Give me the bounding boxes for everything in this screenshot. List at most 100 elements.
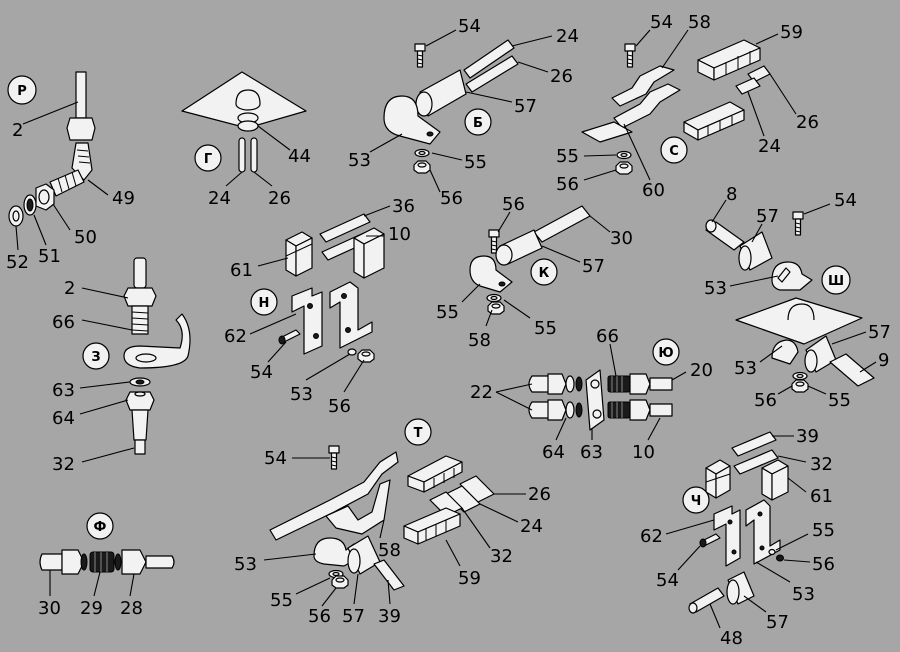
group-z: З 2 66 63 64 32 (52, 257, 191, 475)
group-b-marker (464, 108, 492, 136)
group-g-leaders (225, 125, 291, 187)
label-2: 2 (64, 278, 75, 299)
group-k-parts (469, 205, 591, 315)
label-26: 26 (268, 188, 291, 209)
group-yu-marker (652, 338, 680, 366)
label-56: 56 (502, 194, 525, 215)
label-30: 30 (38, 598, 61, 619)
group-s-marker (660, 136, 688, 164)
label-53: 53 (290, 384, 313, 405)
group-b: Б 54 24 26 57 53 55 56 (348, 16, 579, 209)
label-63: 63 (52, 380, 75, 401)
label-55: 55 (436, 302, 459, 323)
group-b-leaders (369, 29, 553, 193)
label-32: 32 (810, 454, 833, 475)
label-66: 66 (596, 326, 619, 347)
label-56: 56 (308, 606, 331, 627)
group-r-leaders (15, 101, 109, 251)
label-54: 54 (264, 448, 287, 469)
label-8: 8 (726, 184, 737, 205)
label-51: 51 (38, 246, 61, 267)
group-z-letter: З (91, 350, 100, 365)
group-sh-marker (821, 265, 851, 295)
label-59: 59 (780, 22, 803, 43)
label-24: 24 (208, 188, 231, 209)
label-44: 44 (288, 146, 311, 167)
label-36: 36 (392, 196, 415, 217)
group-ch-letter: Ч (691, 494, 702, 509)
group-f-marker (86, 512, 114, 540)
group-n: Н 36 10 61 62 54 53 56 (224, 196, 415, 417)
group-r-marker (7, 75, 37, 105)
label-55: 55 (556, 146, 579, 167)
label-54: 54 (250, 362, 273, 383)
group-t-letter: Т (414, 426, 423, 441)
group-sh: Ш 8 57 54 53 57 53 9 56 55 (704, 184, 891, 411)
group-k: К 56 30 57 55 58 55 (436, 194, 633, 351)
label-54: 54 (656, 570, 679, 591)
label-62: 62 (224, 326, 247, 347)
label-57: 57 (766, 612, 789, 633)
group-s-parts (581, 39, 771, 175)
label-56: 56 (440, 188, 463, 209)
group-yu-parts (528, 369, 673, 431)
group-f-leaders (49, 570, 135, 597)
label-61: 61 (230, 260, 253, 281)
label-57: 57 (342, 606, 365, 627)
label-32: 32 (52, 454, 75, 475)
label-54: 54 (650, 12, 673, 33)
label-30: 30 (610, 228, 633, 249)
group-f: Ф 30 29 28 (38, 512, 175, 619)
label-63: 63 (580, 442, 603, 463)
group-s-leaders (583, 29, 797, 181)
group-yu-leaders (495, 343, 687, 441)
label-39: 39 (378, 606, 401, 627)
label-2: 2 (12, 120, 23, 141)
label-55: 55 (812, 520, 835, 541)
group-n-parts (278, 213, 385, 363)
label-56: 56 (556, 174, 579, 195)
label-66: 66 (52, 312, 75, 333)
label-53: 53 (348, 150, 371, 171)
label-10: 10 (632, 442, 655, 463)
label-60: 60 (642, 180, 665, 201)
group-z-marker (82, 342, 110, 370)
group-b-parts (383, 39, 519, 174)
group-sh-parts (705, 211, 875, 393)
label-57: 57 (514, 96, 537, 117)
label-58: 58 (468, 330, 491, 351)
group-ch-leaders (665, 435, 811, 629)
label-24: 24 (758, 136, 781, 157)
label-62: 62 (640, 526, 663, 547)
group-r-parts (8, 71, 96, 227)
group-k-letter: К (539, 266, 550, 281)
label-29: 29 (80, 598, 103, 619)
group-b-letter: Б (473, 116, 483, 131)
label-56: 56 (328, 396, 351, 417)
group-n-leaders (249, 205, 391, 393)
label-10: 10 (388, 224, 411, 245)
group-g: Г 44 24 26 (181, 71, 311, 209)
label-48: 48 (720, 628, 743, 649)
label-39: 39 (796, 426, 819, 447)
group-f-parts (39, 549, 175, 575)
label-57: 57 (756, 206, 779, 227)
label-57: 57 (868, 322, 891, 343)
label-64: 64 (52, 408, 75, 429)
group-z-leaders (79, 287, 135, 463)
label-53: 53 (792, 584, 815, 605)
group-t: Т 54 26 24 58 53 32 59 55 56 57 39 (234, 418, 551, 627)
label-55: 55 (464, 152, 487, 173)
group-n-marker (250, 288, 278, 316)
group-r-letter: Р (17, 84, 27, 99)
group-n-letter: Н (259, 296, 270, 311)
label-58: 58 (688, 12, 711, 33)
label-24: 24 (520, 516, 543, 537)
group-yu: Ю 66 22 20 64 63 10 (470, 326, 713, 463)
label-20: 20 (690, 360, 713, 381)
group-s: С 54 58 59 26 24 55 56 60 (556, 12, 819, 201)
group-g-marker (194, 144, 222, 172)
label-61: 61 (810, 486, 833, 507)
group-t-leaders (263, 457, 526, 607)
label-55: 55 (270, 590, 293, 611)
